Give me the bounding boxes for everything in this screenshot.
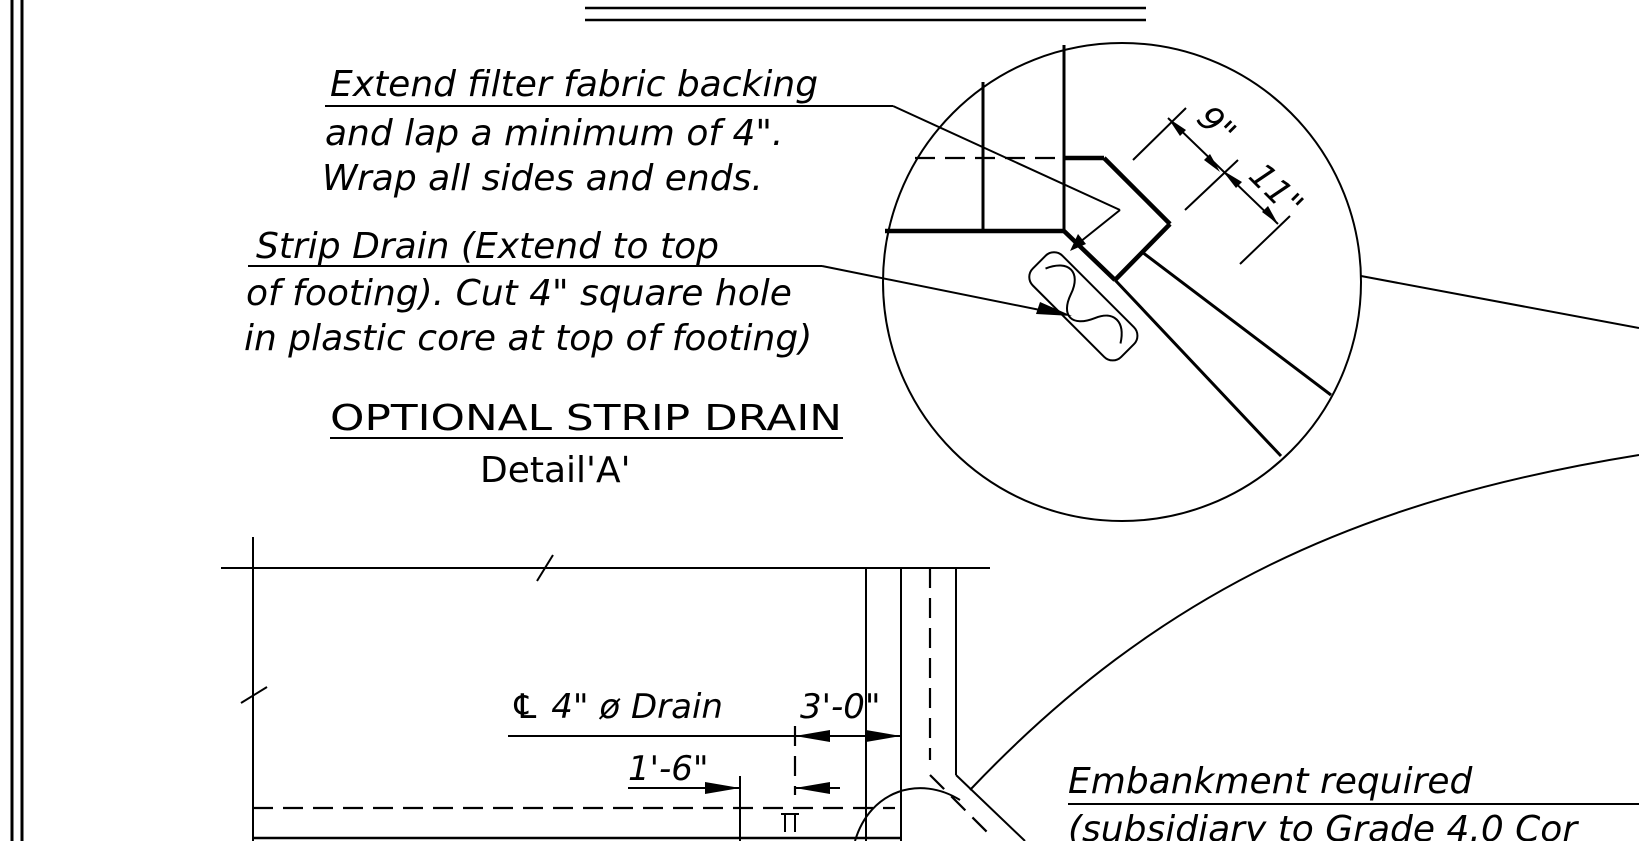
embankment-note-line1: Embankment required <box>1068 761 1474 802</box>
detail-title: OPTIONAL STRIP DRAIN <box>330 398 842 439</box>
dim-1-6-arrow-right <box>795 782 830 794</box>
detail-subtitle: Detail'A' <box>480 450 630 491</box>
dim-arrow-9-bottom <box>1204 154 1220 172</box>
embankment-note-line2: (subsidiary to Grade 4.0 Cor <box>1068 809 1579 841</box>
drain-label: ℄ 4" ø Drain <box>510 687 723 727</box>
dim-11-label: 11" <box>1241 155 1311 225</box>
dim-ext-line-3 <box>1239 215 1291 265</box>
dim-3-0-label: 3'-0" <box>800 687 881 727</box>
wall-slope-dashed <box>929 774 991 836</box>
strip-drain-note: Strip Drain (Extend to top of footing). … <box>244 226 812 359</box>
strip-drain-note-line3: in plastic core at top of footing) <box>244 318 812 359</box>
wall-slope-line <box>955 774 1026 841</box>
drain-pipe-circle <box>854 787 961 841</box>
dim-1-6-arrow-left <box>705 782 740 794</box>
filter-fabric-note-line1: Extend filter fabric backing <box>330 64 818 105</box>
dim-ext-line-1 <box>1132 107 1187 161</box>
dim-ext-line-2 <box>1184 159 1239 211</box>
dim-1-6-label: 1'-6" <box>628 749 709 789</box>
filter-fabric-note-line3: Wrap all sides and ends. <box>322 158 763 199</box>
detail-a-circle <box>882 42 1362 522</box>
break-mark-top <box>536 554 554 582</box>
drain-box-top <box>1102 156 1172 226</box>
strip-drain-core <box>1028 251 1139 362</box>
break-mark-left <box>240 686 268 704</box>
dim-arrow-11-top <box>1222 170 1242 188</box>
dim-arrow-9-top <box>1168 118 1186 136</box>
embankment-line-lower <box>1113 278 1283 458</box>
dim-arrow-11-bottom <box>1262 206 1278 224</box>
embankment-line-upper <box>1141 250 1332 397</box>
drain-box-bottom <box>1062 229 1117 282</box>
filter-fabric-note-line2: and lap a minimum of 4". <box>325 113 783 154</box>
embankment-note: Embankment required (subsidiary to Grade… <box>1068 761 1639 841</box>
dim-3-0-arrow-left <box>795 730 830 742</box>
embankment-arc <box>969 454 1639 791</box>
strip-drain-arrowhead <box>1036 302 1072 316</box>
dim-3-0-arrow-right <box>866 730 901 742</box>
strip-drain-note-line1: Strip Drain (Extend to top <box>256 226 719 267</box>
strip-drain-note-line2: of footing). Cut 4" square hole <box>246 273 792 314</box>
detail-leader-right <box>1360 275 1639 329</box>
strip-drain-leader <box>821 265 1051 313</box>
filter-fabric-note: Extend filter fabric backing and lap a m… <box>322 64 818 199</box>
